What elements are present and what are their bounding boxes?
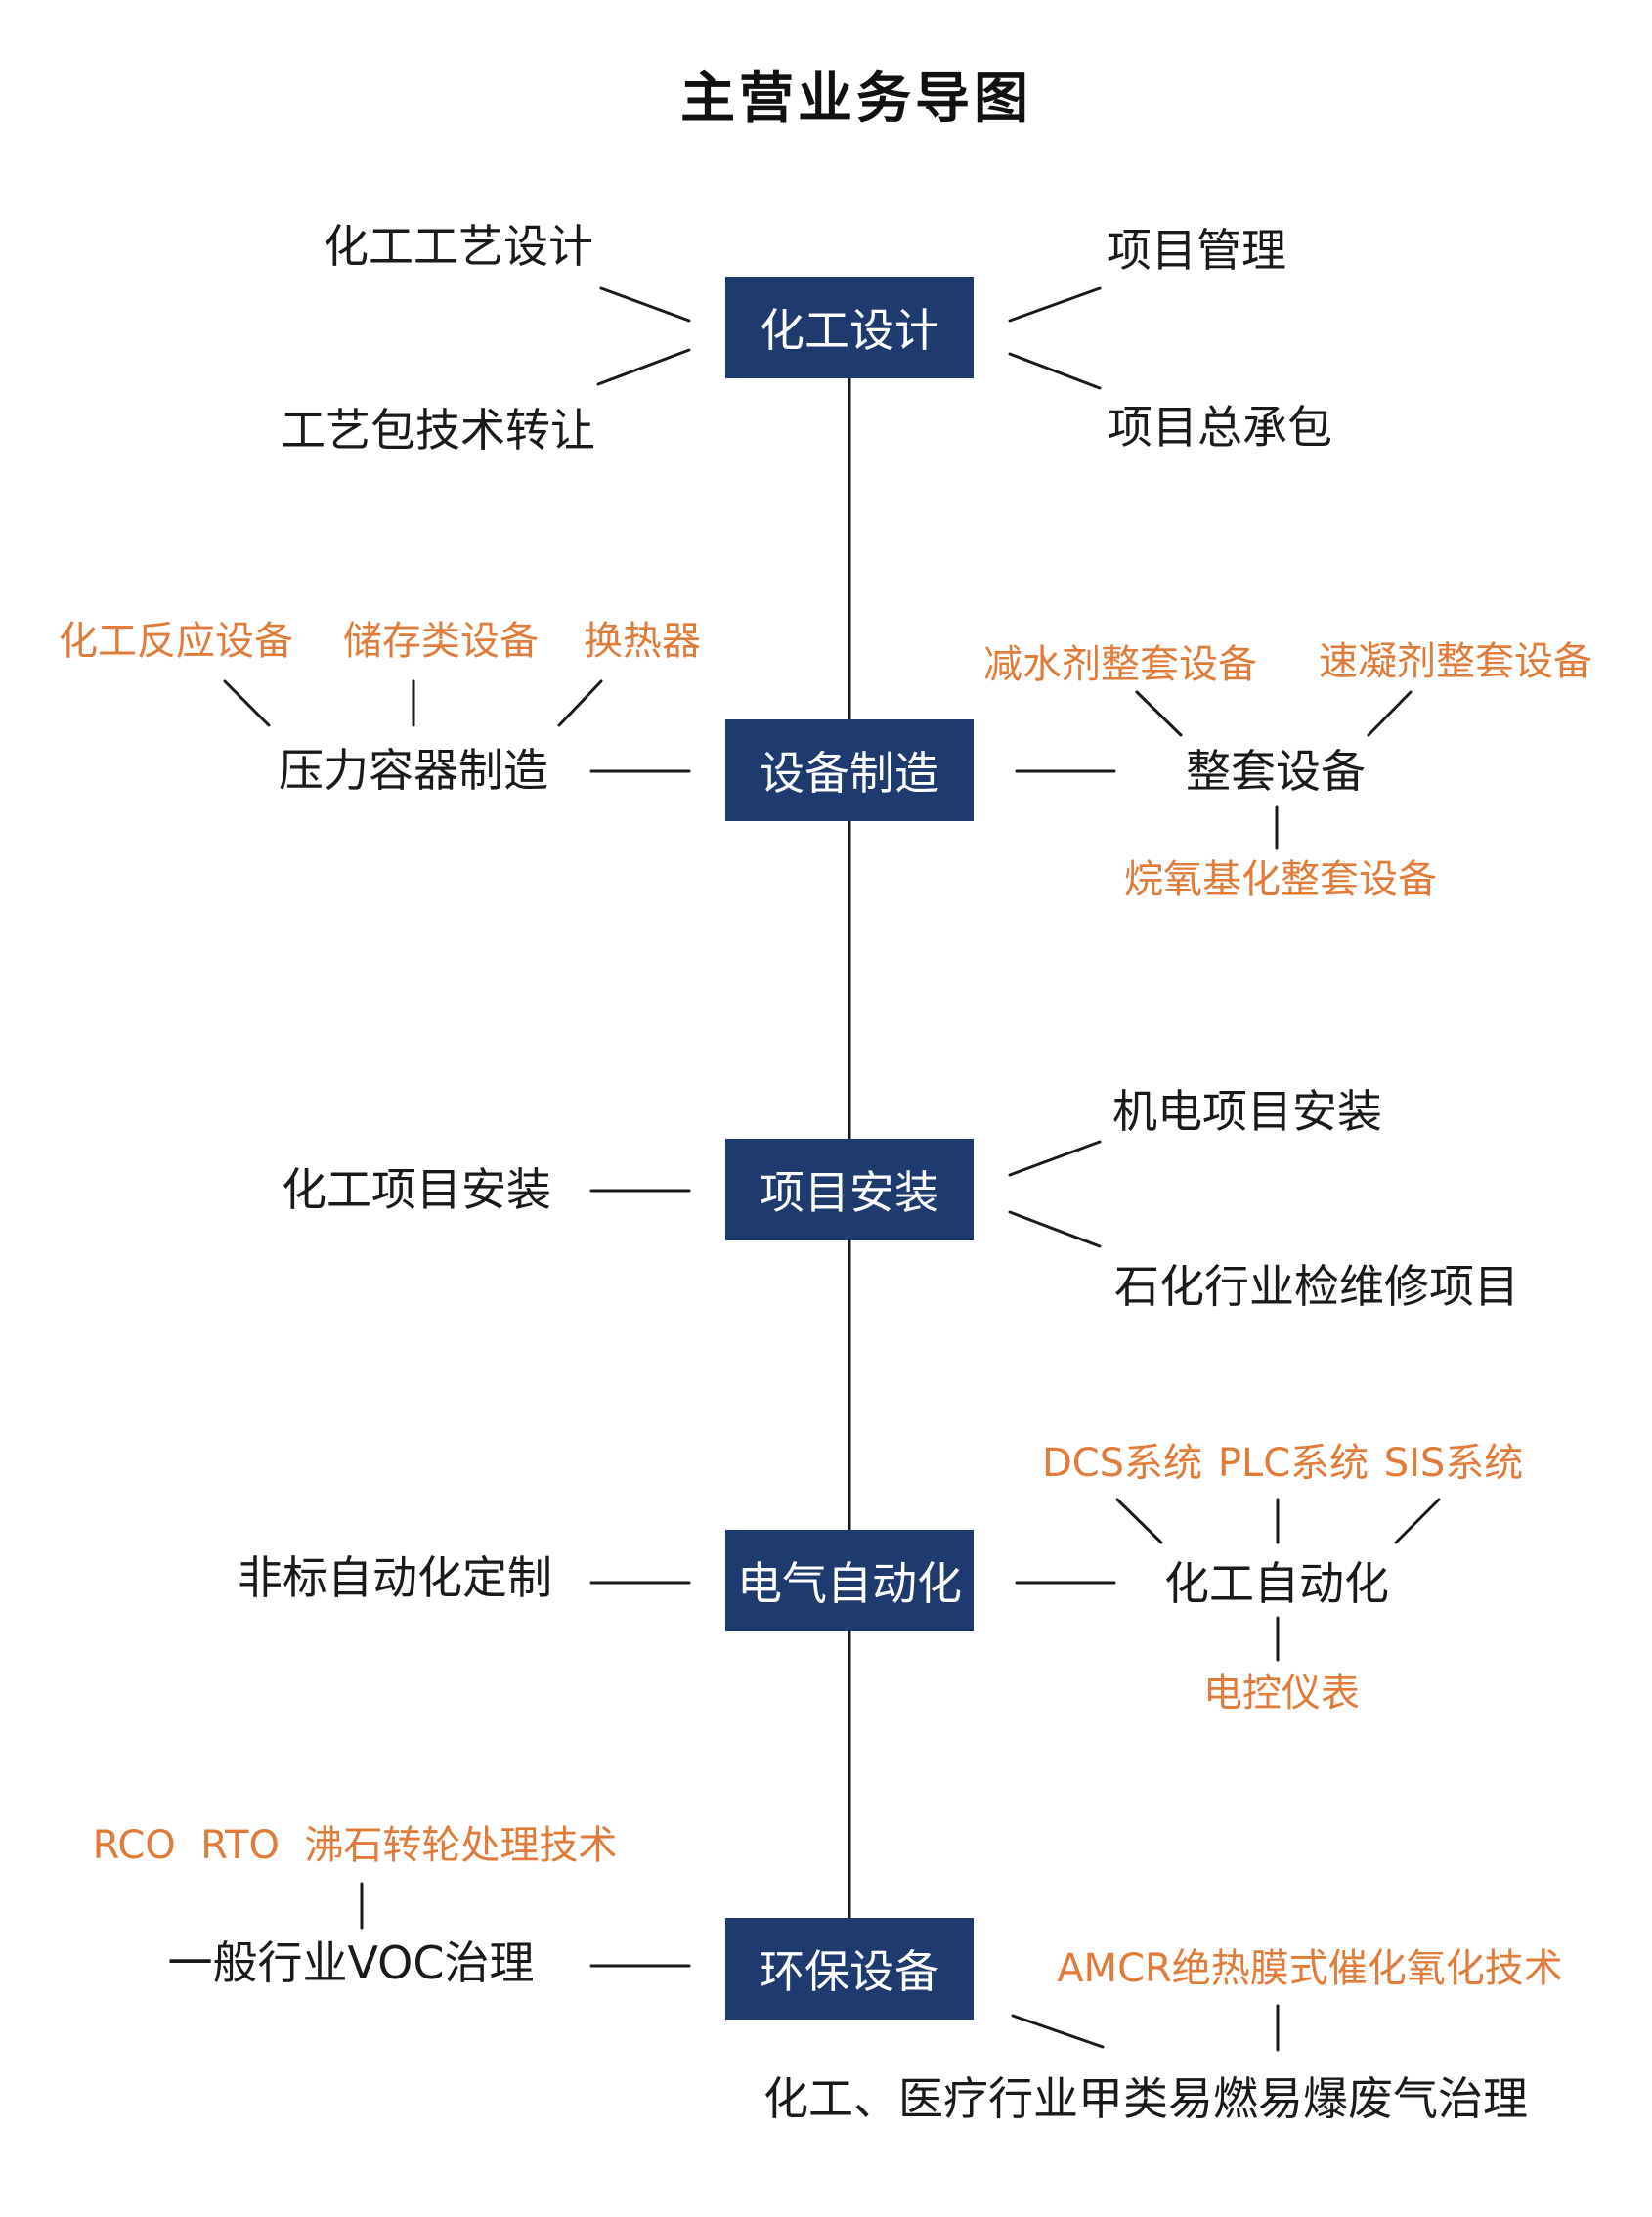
node-equipment: 设备制造 [725,719,974,821]
leaf-voc: 一般行业VOC治理 [167,1936,535,1989]
leaf-heat-exchanger: 换热器 [584,619,701,664]
leaf-storage-equipment: 储存类设备 [343,619,539,664]
node-environmental: 环保设备 [725,1918,974,2020]
leaf-amcr: AMCR绝热膜式催化氧化技术 [1057,1946,1563,1991]
leaf-sis: SIS系统 [1383,1441,1524,1486]
leaf-plc: PLC系统 [1217,1441,1369,1486]
connector-tech-transfer [596,348,691,386]
connector-sis [1394,1498,1441,1544]
leaf-chem-install: 化工项目安装 [282,1163,551,1216]
leaf-tech-transfer: 工艺包技术转让 [281,404,595,456]
leaf-rco-rto: RCO RTO 沸石转轮处理技术 [92,1823,618,1868]
leaf-accelerator: 速凝剂整套设备 [1319,639,1592,684]
connector-project-mgmt [1008,286,1102,323]
leaf-complete-sets: 整套设备 [1186,745,1366,798]
node-automation: 电气自动化 [725,1530,974,1631]
leaf-mep-install: 机电项目安装 [1112,1085,1382,1138]
connector-reaction-equipment [223,679,271,727]
leaf-petro-maint: 石化行业检维修项目 [1114,1260,1519,1313]
leaf-dcs: DCS系统 [1041,1441,1203,1486]
node-installation: 项目安装 [725,1139,974,1240]
leaf-instrument: 电控仪表 [1203,1671,1360,1716]
leaf-water-reducer: 减水剂整套设备 [983,642,1257,687]
connector-process-design [599,286,691,323]
leaf-pressure-vessel: 压力容器制造 [279,744,548,797]
leaf-chem-automation: 化工自动化 [1164,1557,1389,1610]
leaf-process-design: 化工工艺设计 [324,220,593,273]
connector-accelerator [1367,690,1413,737]
leaf-reaction-equipment: 化工反应设备 [59,619,293,664]
connector-dcs [1115,1498,1163,1544]
connector-petro-maint [1008,1210,1102,1248]
leaf-custom-automation: 非标自动化定制 [238,1551,552,1604]
page-title: 主营业务导图 [680,67,1032,131]
leaf-epc: 项目总承包 [1108,401,1332,454]
leaf-alkoxylation: 烷氧基化整套设备 [1124,857,1437,902]
connector-epc [1008,352,1102,390]
node-chem-design: 化工设计 [725,277,974,378]
leaf-project-mgmt: 项目管理 [1107,224,1286,277]
connector-mep-install [1008,1140,1102,1177]
connector-hazardous-gas [1011,2014,1105,2049]
connector-heat-exchanger [557,679,603,727]
connector-water-reducer [1135,690,1183,737]
leaf-hazardous-gas: 化工、医疗行业甲类易燃易爆废气治理 [763,2072,1528,2125]
